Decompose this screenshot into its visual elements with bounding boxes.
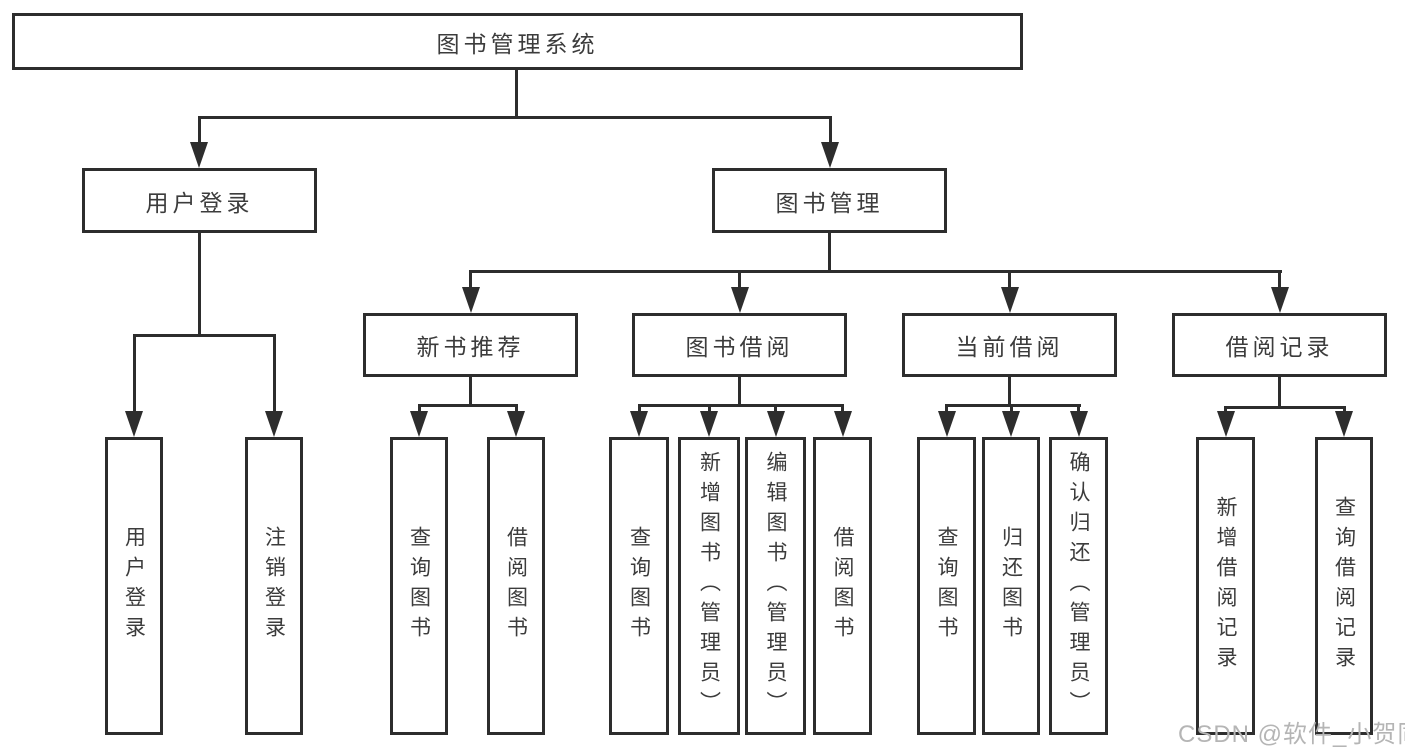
arrowhead-down-icon xyxy=(265,411,283,437)
node-query-books-borrowing: 查询图书 xyxy=(609,437,669,735)
connector-line xyxy=(738,270,741,294)
connector-line xyxy=(515,70,518,118)
node-add-borrow-record: 新增借阅记录 xyxy=(1196,437,1255,735)
node-label: 借阅图书 xyxy=(504,526,528,646)
connector-line xyxy=(197,116,201,148)
node-book-management-branch: 图书管理 xyxy=(712,168,947,233)
connector-line xyxy=(1008,270,1011,294)
node-library-management-system: 图书管理系统 xyxy=(12,13,1023,70)
node-label: 借阅记录 xyxy=(1225,334,1334,360)
node-user-login-branch: 用户登录 xyxy=(82,168,317,233)
node-label: 图书管理系统 xyxy=(436,30,599,57)
connector-line xyxy=(197,116,832,119)
node-edit-books-admin: 编辑图书（管理员） xyxy=(745,437,806,735)
connector-line xyxy=(272,334,276,418)
connector-line xyxy=(1278,377,1281,409)
node-label: 新增图书（管理员） xyxy=(697,451,721,721)
node-label: 查询图书 xyxy=(407,526,431,646)
node-query-books-recommend: 查询图书 xyxy=(390,437,448,735)
node-borrow-books-recommend: 借阅图书 xyxy=(487,437,545,735)
node-book-borrowing: 图书借阅 xyxy=(632,313,847,377)
arrowhead-down-icon xyxy=(1270,287,1289,313)
node-return-books: 归还图书 xyxy=(982,437,1040,735)
arrowhead-down-icon xyxy=(730,287,749,313)
arrowhead-down-icon xyxy=(1335,411,1353,437)
node-label: 借阅图书 xyxy=(831,526,854,646)
node-new-book-recommendation: 新书推荐 xyxy=(363,313,578,377)
connector-line xyxy=(468,270,472,294)
connector-line xyxy=(1008,377,1011,407)
arrowhead-down-icon xyxy=(507,411,525,437)
connector-line xyxy=(828,116,832,148)
arrowhead-down-icon xyxy=(125,411,143,437)
connector-line xyxy=(132,334,276,337)
connector-line xyxy=(828,233,831,273)
arrowhead-down-icon xyxy=(937,411,956,437)
node-query-books-current: 查询图书 xyxy=(917,437,976,735)
node-query-borrow-record: 查询借阅记录 xyxy=(1315,437,1373,735)
node-borrowing-records: 借阅记录 xyxy=(1172,313,1387,377)
arrowhead-down-icon xyxy=(1216,411,1235,437)
connector-line xyxy=(1224,406,1346,409)
node-label: 用户登录 xyxy=(122,526,146,646)
node-user-login-leaf: 用户登录 xyxy=(105,437,163,735)
connector-line xyxy=(417,404,518,407)
node-label: 确认归还（管理员） xyxy=(1067,451,1090,721)
connector-line xyxy=(198,233,201,337)
arrowhead-down-icon xyxy=(821,142,839,168)
connector-line xyxy=(469,377,472,407)
node-label: 编辑图书（管理员） xyxy=(764,451,787,721)
node-logout-leaf: 注销登录 xyxy=(245,437,303,735)
arrowhead-down-icon xyxy=(1069,411,1088,437)
node-label: 当前借阅 xyxy=(955,334,1064,360)
node-label: 图书管理 xyxy=(775,189,884,216)
node-confirm-return-admin: 确认归还（管理员） xyxy=(1049,437,1108,735)
node-label: 查询借阅记录 xyxy=(1332,496,1356,676)
node-label: 新书推荐 xyxy=(416,334,525,360)
connector-line xyxy=(1278,270,1281,294)
arrowhead-down-icon xyxy=(766,411,785,437)
arrowhead-down-icon xyxy=(461,287,480,313)
arrowhead-down-icon xyxy=(833,411,852,437)
node-add-books-admin: 新增图书（管理员） xyxy=(678,437,740,735)
node-label: 注销登录 xyxy=(262,526,286,646)
arrowhead-down-icon xyxy=(700,411,718,437)
node-current-borrowing: 当前借阅 xyxy=(902,313,1117,377)
connector-line xyxy=(637,404,844,407)
arrowhead-down-icon xyxy=(1000,287,1019,313)
node-label: 新增借阅记录 xyxy=(1214,496,1237,676)
connector-line xyxy=(945,404,1081,407)
node-label: 查询图书 xyxy=(627,526,651,646)
node-label: 图书借阅 xyxy=(685,334,794,360)
arrowhead-down-icon xyxy=(190,142,208,168)
csdn-watermark: CSDN @软件_小贺同学 xyxy=(1178,721,1405,747)
connector-line xyxy=(738,377,741,407)
node-label: 查询图书 xyxy=(935,526,958,646)
connector-line xyxy=(468,270,1282,273)
arrowhead-down-icon xyxy=(630,411,648,437)
node-label: 用户登录 xyxy=(145,189,254,216)
arrowhead-down-icon xyxy=(410,411,428,437)
node-label: 归还图书 xyxy=(999,526,1023,646)
arrowhead-down-icon xyxy=(1002,411,1020,437)
node-borrow-books-leaf: 借阅图书 xyxy=(813,437,872,735)
connector-line xyxy=(132,334,136,418)
